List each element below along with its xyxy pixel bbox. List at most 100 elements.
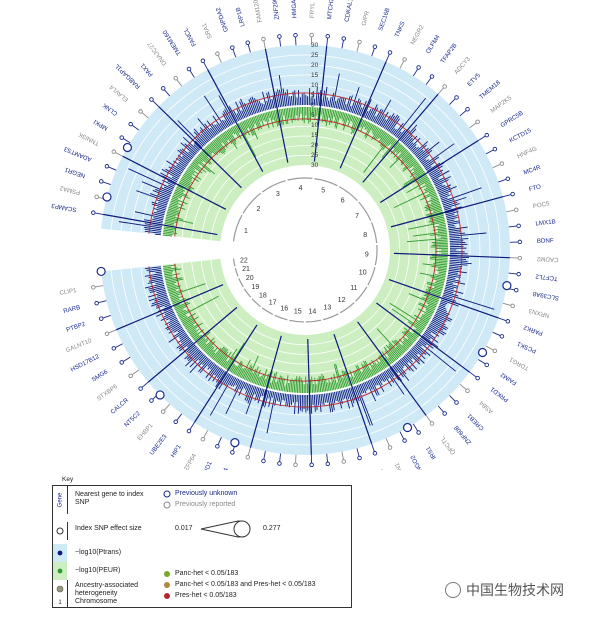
eur-bar [434,261,448,264]
trans-bar [353,98,360,114]
gene-marker [91,285,96,290]
eur-bar [240,121,248,133]
trans-bar [225,380,243,415]
eur-bar [166,283,175,287]
trans-bar [382,372,393,387]
effect-size-scale-icon [200,520,251,538]
trans-bar [180,142,196,156]
eur-bar [393,146,405,158]
trans-bar [206,120,218,135]
chromosome-label: 15 [294,308,302,315]
eur-bar [163,227,176,231]
trans-bar [278,74,285,107]
open-circle-icon [163,490,171,498]
eur-bar [163,266,172,269]
eur-bar [236,365,243,376]
trans-bar [188,345,197,354]
trans-bar [424,330,436,339]
trans-bar [380,119,387,127]
trans-bar [290,95,293,106]
eur-bar [424,202,441,209]
index-snp-spokes [91,32,523,468]
eur-bar [229,363,235,372]
eur-bar [182,175,192,182]
trans-bar [343,104,347,111]
trans-bar [392,128,397,135]
eur-bar [393,188,435,209]
eur-bar [285,375,289,392]
eur-bar [330,376,335,391]
eur-bar [278,109,283,126]
eur-bar [179,180,195,190]
trans-bar [248,99,255,115]
trans-bar [268,391,273,407]
chromosome-label: 5 [321,188,325,195]
chromosome-arc [262,180,286,193]
chromosome-arc [314,178,338,187]
eur-bar [173,192,183,198]
eur-bar [181,177,191,185]
index-snp-spoke [158,106,242,189]
trans-bar [449,243,468,246]
watermark: 中国生物技术网 [445,580,605,600]
eur-bar [167,208,180,213]
eur-bar [344,370,351,386]
eur-bar [427,281,444,287]
trans-bar [441,187,482,203]
eur-bar [275,379,279,391]
key-p-anc-het: Panc-het < 0.05/183 [175,570,239,577]
eur-bar [414,322,425,330]
eur-bar [403,331,416,342]
trans-bar [177,328,184,333]
trans-bar [378,374,383,382]
eur-bar [426,310,433,315]
trans-bar [148,274,163,279]
trans-bar [249,97,257,114]
eur-bar [210,352,216,358]
eur-bar [174,191,190,199]
trans-bar [153,211,165,216]
trans-bar [449,232,487,237]
trans-bar [317,92,320,106]
gene-marker [138,109,143,114]
trans-bar [447,276,456,279]
eur-bar [170,200,184,207]
chromosome-arc [232,258,236,267]
trans-bar [149,193,169,201]
gene-marker [454,95,459,100]
trans-bar [215,371,227,388]
gene-label: MTCH2 [326,0,335,20]
trans-bar [444,288,464,294]
trans-bar [347,388,354,408]
trans-bar [386,114,399,131]
trans-bar [243,103,251,117]
eur-bar [313,384,315,393]
trans-bar [202,357,209,365]
chromosome-label: 13 [323,305,331,312]
eur-bar [374,362,381,372]
trans-bar [322,90,326,107]
eur-bar [356,370,362,382]
trans-bar [258,100,263,112]
eur-bar [427,304,436,309]
trans-bar [356,385,373,426]
gene-marker [513,207,519,213]
eur-bar [396,145,404,153]
highlight-gene-marker [477,347,488,358]
eur-bar [333,373,338,390]
trans-bar [397,361,404,369]
gene-marker [160,409,166,414]
eur-bar [285,108,289,124]
trans-bar [144,273,162,277]
chromosome-label: 11 [350,285,357,292]
trans-bar [165,317,178,325]
eur-bar [230,127,236,135]
effect-size-circle-icon [56,527,64,535]
eur-bar [162,232,173,235]
trans-bar [388,368,395,377]
eur-bar [166,211,180,216]
trans-bar [447,274,461,278]
trans-bar [163,307,173,312]
chromosome-arc [358,201,372,221]
eur-bar [413,329,421,335]
